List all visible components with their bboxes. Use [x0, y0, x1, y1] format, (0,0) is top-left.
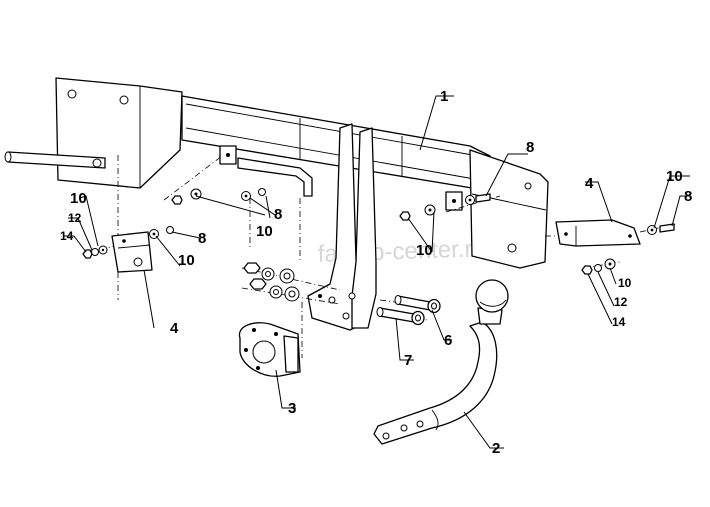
label-part-10-left2: 10: [178, 252, 195, 269]
bolt-6: [394, 295, 441, 314]
label-part-10-left: 10: [70, 190, 87, 207]
leader-lines: [64, 95, 690, 449]
bolt-7: [376, 307, 425, 326]
label-part-2: 2: [492, 440, 500, 457]
label-part-8-right: 8: [684, 188, 692, 205]
label-part-3: 3: [288, 400, 296, 417]
label-part-10-center: 10: [416, 242, 433, 259]
label-part-12-right: 12: [614, 295, 628, 309]
label-part-1: 1: [440, 88, 448, 105]
label-part-10-right: 10: [618, 276, 632, 290]
label-part-14-left: 14: [60, 229, 74, 243]
crossbar-beam: [4, 77, 549, 269]
label-part-4-left: 4: [170, 320, 179, 337]
label-part-8-left: 8: [198, 230, 206, 247]
label-part-4-right: 4: [585, 175, 594, 192]
label-part-8-top: 8: [526, 139, 534, 156]
label-part-7: 7: [404, 352, 412, 369]
label-part-6: 6: [444, 332, 452, 349]
label-part-10-mid: 10: [256, 223, 273, 240]
fasteners: [82, 188, 675, 302]
tow-ball-neck: [373, 279, 509, 445]
l-bracket-left: [111, 231, 153, 273]
part-labels: 1 2 3 4 4 6 7 8 8 8 8 10 10 10 10 10 10 …: [60, 88, 692, 457]
l-bracket-right: [555, 219, 641, 247]
socket-mounting-plate: [238, 322, 301, 377]
vertical-mount-plates: [307, 123, 377, 331]
label-part-10-top: 10: [666, 168, 683, 185]
label-part-12-left: 12: [68, 211, 82, 225]
label-part-8-mid: 8: [274, 206, 282, 223]
label-part-14-right: 14: [612, 315, 626, 329]
